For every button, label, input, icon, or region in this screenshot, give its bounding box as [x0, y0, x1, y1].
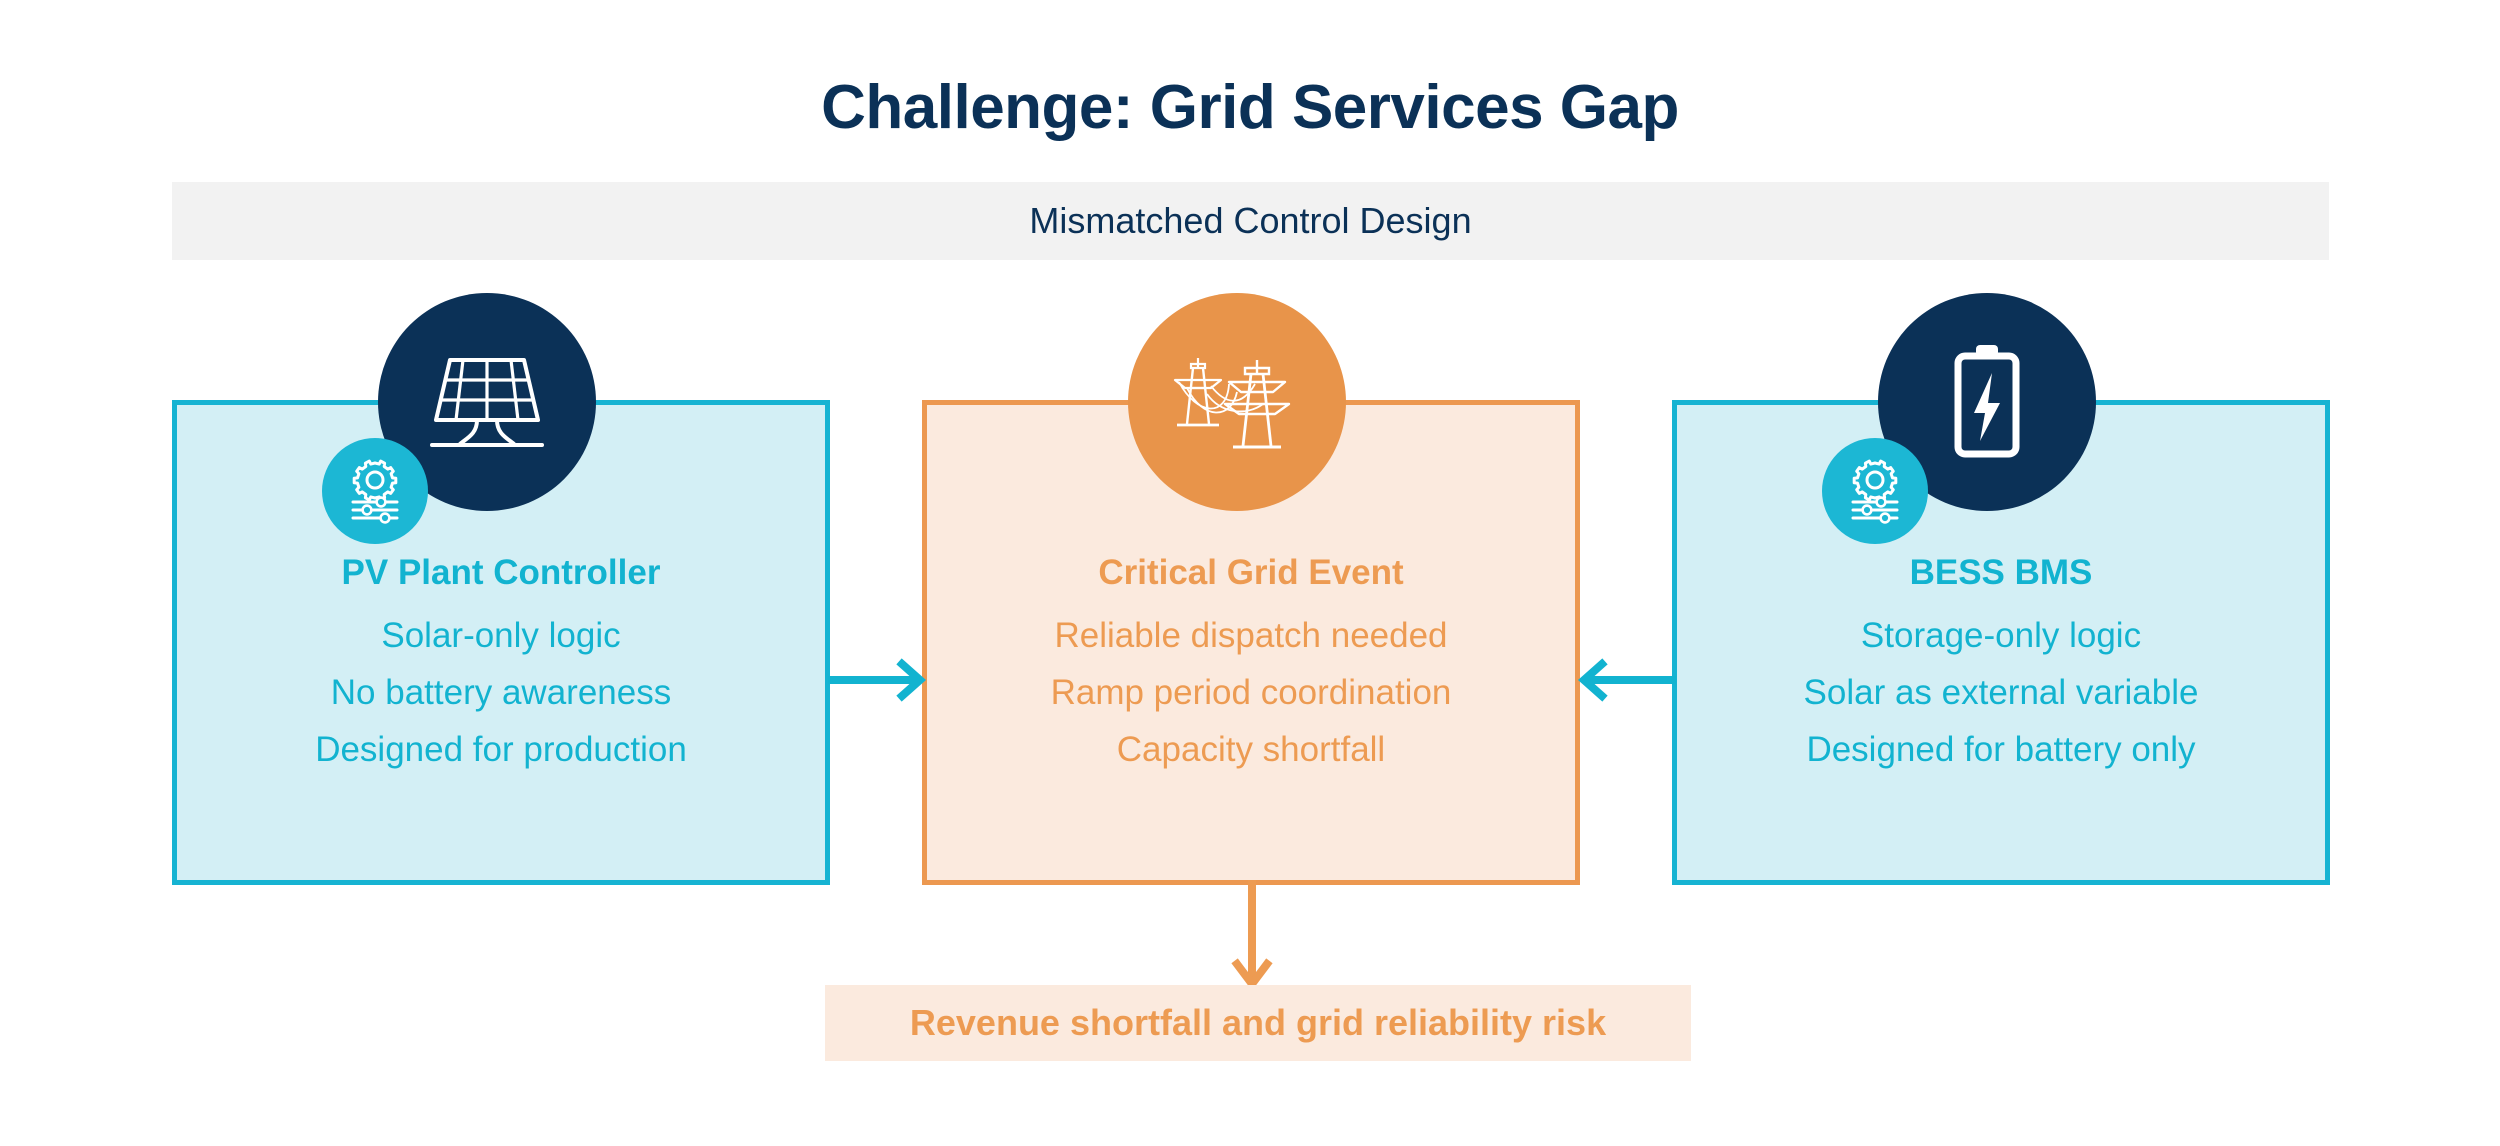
- panel-center-body: Critical Grid Event Reliable dispatch ne…: [927, 553, 1575, 787]
- panel-left-body: PV Plant Controller Solar-only logic No …: [177, 553, 825, 787]
- panel-left-line-2: No battery awareness: [330, 673, 672, 712]
- panel-left-line-1: Solar-only logic: [381, 616, 621, 655]
- outcome-banner: Revenue shortfall and grid reliability r…: [825, 985, 1691, 1061]
- subtitle-text: Mismatched Control Design: [1029, 200, 1472, 241]
- page-title: Challenge: Grid Services Gap: [821, 73, 1679, 142]
- arrow-right-icon: [828, 650, 928, 710]
- transmission-tower-icon: [1128, 293, 1346, 511]
- gear-sliders-icon: [1822, 438, 1928, 544]
- panel-left-heading: PV Plant Controller: [341, 553, 661, 592]
- panel-left-line-3: Designed for production: [315, 730, 687, 769]
- panel-center-line-2: Ramp period coordination: [1050, 673, 1452, 712]
- arrow-down-icon: [1230, 880, 1274, 992]
- panel-right-line-3: Designed for battery only: [1806, 730, 2196, 769]
- panel-center-heading: Critical Grid Event: [1098, 553, 1404, 592]
- panel-right-heading: BESS BMS: [1909, 553, 2093, 592]
- subtitle-band: Mismatched Control Design: [172, 182, 2329, 260]
- panel-center-line-1: Reliable dispatch needed: [1054, 616, 1448, 655]
- panel-right-body: BESS BMS Storage-only logic Solar as ext…: [1677, 553, 2325, 787]
- panel-right-line-1: Storage-only logic: [1860, 616, 2142, 655]
- panel-right-line-2: Solar as external variable: [1803, 673, 2199, 712]
- panel-bess-bms: BESS BMS Storage-only logic Solar as ext…: [1672, 400, 2330, 885]
- arrow-left-icon: [1574, 650, 1676, 710]
- outcome-banner-text: Revenue shortfall and grid reliability r…: [909, 1002, 1607, 1043]
- panel-center-line-3: Capacity shortfall: [1116, 730, 1386, 769]
- gear-sliders-icon: [322, 438, 428, 544]
